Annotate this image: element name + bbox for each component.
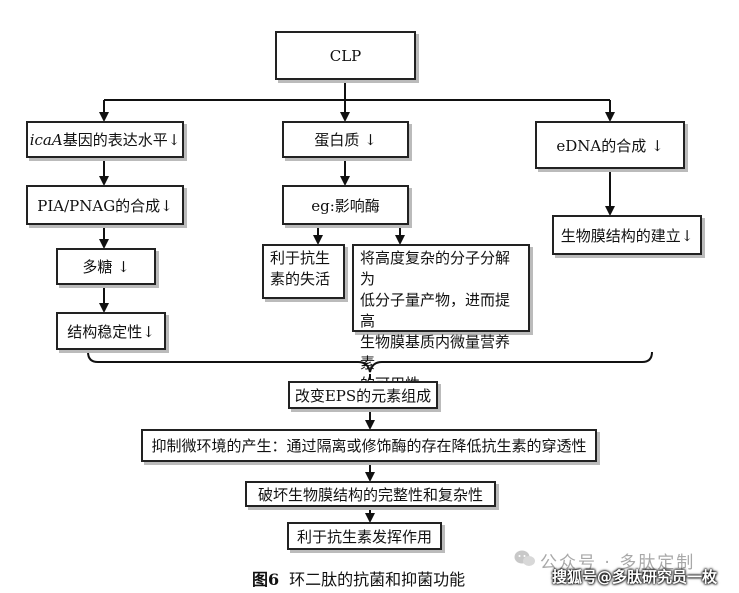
node-biofilm-disruption: 破坏生物膜结构的完整性和复杂性 [245,481,496,507]
node-antibiotic-inactivation-line-1: 利于抗生 [270,249,331,267]
node-pia-pnag-label: PIA/PNAG的合成↓ [37,196,173,215]
node-enzyme-label: eg:影响酶 [311,196,380,215]
figure-caption: 图6 环二肽的抗菌和抑菌功能 [252,566,465,590]
figure-number: 图6 [252,570,280,589]
node-icaa-expression-label: 基因的表达水平↓ [62,131,181,149]
node-icaa-gene-name: icaA [29,130,63,149]
node-molecule-decomposition-line-1: 将高度复杂的分子分解为 [360,249,511,288]
node-antibiotic-action-label: 利于抗生素发挥作用 [296,527,432,546]
node-biofilm-disruption-label: 破坏生物膜结构的完整性和复杂性 [257,485,483,504]
node-biofilm-establishment-label: 生物膜结构的建立↓ [560,226,694,245]
node-antibiotic-action: 利于抗生素发挥作用 [287,522,442,550]
node-molecule-decomposition: 将高度复杂的分子分解为 低分子量产物，进而提高 生物膜基质内微量营养素 的可用性 [352,244,530,393]
node-protein: 蛋白质 ↓ [282,121,409,158]
node-clp-label: CLP [329,46,362,65]
node-molecule-decomposition-line-3: 生物膜基质内微量营养素 [360,333,511,372]
node-polysaccharide-label: 多糖 ↓ [82,258,130,276]
node-eps-composition-label: 改变EPS的元素组成 [294,386,432,405]
node-clp: CLP [275,31,416,80]
node-microenvironment-label: 抑制微环境的产生：通过隔离或修饰酶的存在降低抗生素的穿透性 [151,437,587,455]
node-edna-synthesis: eDNA的合成 ↓ [535,121,685,169]
figure-title: 环二肽的抗菌和抑菌功能 [289,570,466,589]
node-protein-label: 蛋白质 ↓ [314,131,377,149]
node-polysaccharide: 多糖 ↓ [56,248,156,285]
watermark-sohu-account: 搜狐号@多肽研究员一枚 [552,568,718,586]
node-structural-stability: 结构稳定性↓ [56,312,166,350]
watermark-official-account: 公众号 · 多肽定制 [540,553,696,573]
node-biofilm-establishment: 生物膜结构的建立↓ [552,215,702,255]
node-antibiotic-inactivation-line-2: 素的失活 [270,270,331,288]
node-microenvironment: 抑制微环境的产生：通过隔离或修饰酶的存在降低抗生素的穿透性 [141,429,597,462]
node-antibiotic-inactivation: 利于抗生 素的失活 [262,244,345,299]
node-pia-pnag: PIA/PNAG的合成↓ [26,185,184,225]
node-molecule-decomposition-line-2: 低分子量产物，进而提高 [360,291,511,330]
node-enzyme: eg:影响酶 [282,185,409,225]
node-structural-stability-label: 结构稳定性↓ [67,322,155,341]
node-eps-composition: 改变EPS的元素组成 [288,381,438,409]
wechat-icon [514,550,535,566]
node-edna-synthesis-label: eDNA的合成 ↓ [556,136,664,155]
